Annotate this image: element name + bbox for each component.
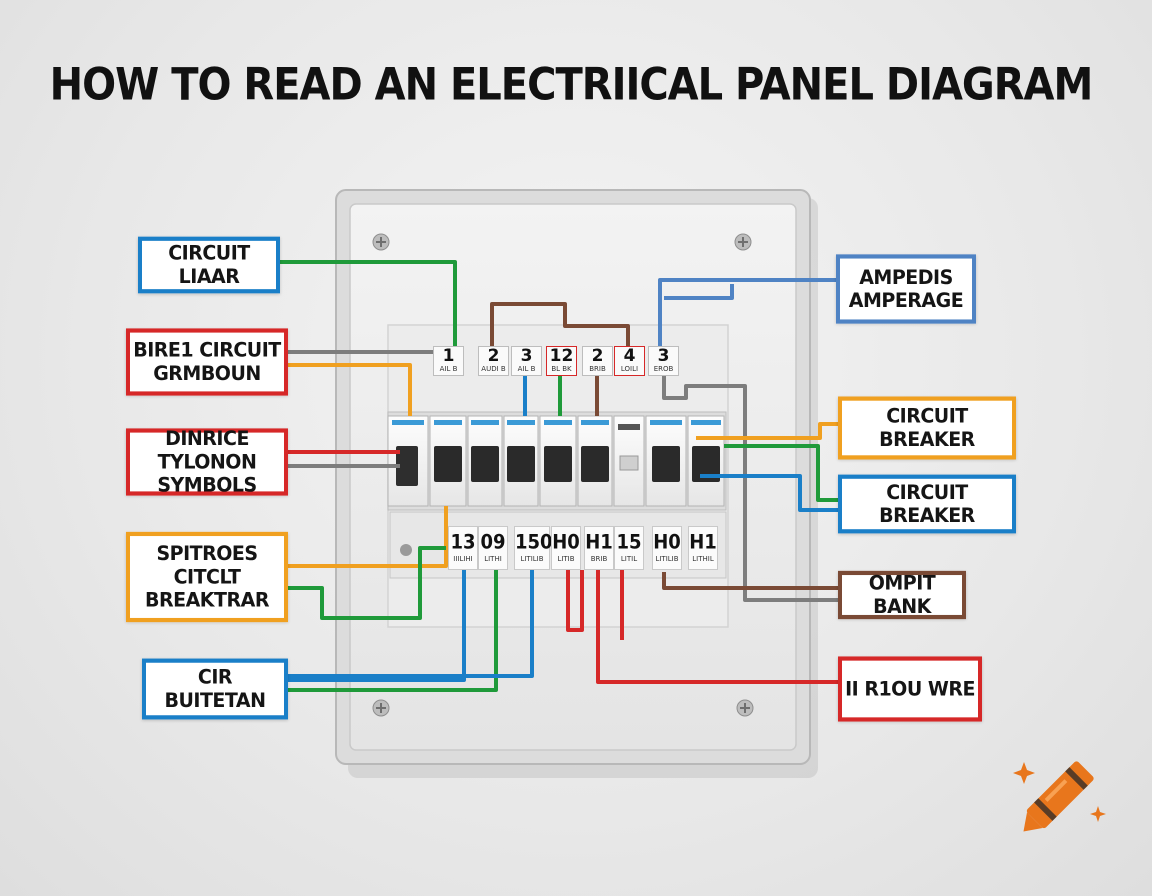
wire-brown-right [662,572,838,590]
label-number: 2 [591,346,604,366]
label-number: H0 [653,530,681,554]
circuit-rating-label: 15 LITIL [614,526,644,570]
circuit-number-label: 1 AIL B [433,346,464,376]
callout-text: II R1OU WRE [845,677,975,701]
circuit-number-label: 3 AIL B [511,346,542,376]
label-number: 1 [442,346,455,366]
callout-text: CIRCUIT BREAKER [879,404,975,452]
label-number: 12 [549,346,574,366]
callout-ampedis-amperage: AMPEDIS AMPERAGE [836,254,976,324]
callout-text-line: AMPERAGE [848,289,964,313]
callout-ii-r1ou-wre: II R1OU WRE [838,656,982,722]
callout-dinrice-symbols: DINRICE TYLONON SYMBOLS [126,427,288,497]
label-number: H1 [585,530,613,554]
circuit-number-label: 12 BL BK [546,346,577,376]
circuit-number-label: 2 AUDI B [478,346,509,376]
screw-icon [372,233,390,251]
callout-text: OMPIT BANK [868,571,936,619]
callout-cir-buitetan: CIR BUITETAN [142,658,288,720]
label-sub: LITHI [484,555,502,563]
label-number: H0 [552,530,580,554]
label-sub: BRIB [589,365,606,373]
circuit-number-label: 3 EROB [648,346,679,376]
wire-orange-1 [288,363,412,416]
label-number: H1 [689,530,717,554]
wire-green-top [280,260,457,346]
callout-circuit-breaker-bottom: CIRCUIT BREAKER [838,474,1016,534]
label-number: 4 [623,346,636,366]
circuit-number-label: 2 BRIB [582,346,613,376]
circuit-rating-label: H0 LITILIB [652,526,682,570]
circuit-rating-label: 09 LITHI [478,526,508,570]
crayon-icon [1013,761,1106,832]
wire-orange-2 [288,506,448,568]
wire-brown-top [490,302,630,346]
label-sub: LITHIL [692,555,714,563]
sparkle-icon [1013,762,1106,822]
circuit-rating-label: H1 LITHIL [688,526,718,570]
callout-ompit-bank: OMPIT BANK [838,570,966,620]
screw-icon [734,233,752,251]
callout-text-line: BIRE1 CIRCUIT [133,338,281,362]
label-number: 13 [450,530,476,554]
wire-blue-right [700,474,838,512]
callout-text-line: SYMBOLS [157,473,257,497]
circuit-rating-label: 150 LITILIB [514,526,553,570]
screw-icon [372,699,390,717]
wire-red-low2 [596,570,838,684]
wire-green-right [724,444,838,502]
callout-text-line: AMPEDIS [859,265,953,289]
label-number: 3 [657,346,670,366]
label-sub: BL BK [551,365,572,373]
label-sub: LITILIB [520,555,544,563]
label-number: 2 [487,346,500,366]
circuit-rating-label: 13 IIILIHI [448,526,478,570]
screw-icon [736,699,754,717]
breaker-row [387,411,727,511]
wire-lightblue-2 [664,284,734,300]
label-sub: LITIB [557,555,575,563]
label-number: 3 [520,346,533,366]
callout-bire1-circuit: BIRE1 CIRCUIT GRMBOUN [126,328,288,396]
indicator-light [400,544,412,556]
callout-text-line: CITCLT [173,565,241,589]
callout-spitroes-breaktrar: SPITROES CITCLT BREAKTRAR [126,531,288,623]
wire-orange-right [696,422,838,440]
callout-text-line: DINRICE TYLONON [157,427,257,474]
circuit-rating-label: H1 BRIB [584,526,614,570]
wire-blue-left [288,570,466,682]
page-title: HOW TO READ AN ELECTRIICAL PANEL DIAGRAM [49,59,1094,111]
callout-text: CIRCUIT BREAKER [879,480,975,528]
screw-icons [372,233,754,717]
circuit-number-label: 4 LOILI [614,346,645,376]
callout-text-line: GRMBOUN [153,362,261,386]
wire-blue-left2 [288,570,534,678]
callout-text: CIR BUITETAN [164,665,266,713]
wire-green-2 [288,546,446,620]
label-sub: AUDI B [481,365,506,373]
label-sub: LITILIB [655,555,679,563]
wire-lightblue-top [658,278,836,346]
label-sub: IIILIHI [453,555,473,563]
label-sub: LITIL [620,555,638,563]
label-sub: BRIB [590,555,608,563]
label-sub: AIL B [517,365,536,373]
circuit-rating-label: H0 LITIB [551,526,581,570]
callout-text-line: BREAKTRAR [145,588,269,612]
wire-green-left [288,570,498,692]
label-number: 150 [515,530,553,554]
callout-circuit-breaker-top: CIRCUIT BREAKER [838,396,1016,460]
label-sub: EROB [653,365,674,373]
wire-routing [280,260,838,692]
callout-text-line: SPITROES [156,542,258,566]
callout-circuit-liaar: CIRCUIT LIAAR [138,236,280,294]
wire-gray-right [662,376,838,602]
callout-text: CIRCUIT LIAAR [168,241,250,289]
label-number: 09 [480,530,506,554]
label-sub: LOILI [620,365,639,373]
label-number: 15 [616,530,642,554]
label-sub: AIL B [439,365,458,373]
wire-red-low1 [566,570,584,632]
